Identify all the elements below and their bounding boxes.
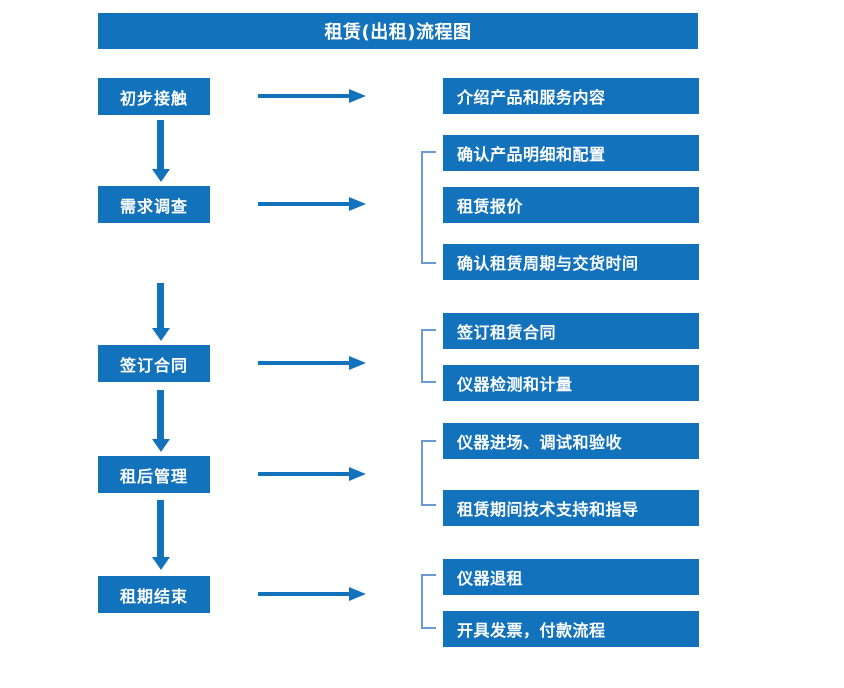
arrow-head-icon <box>349 197 366 211</box>
arrow-head-icon <box>349 356 366 370</box>
group-bracket-requirements <box>421 151 436 264</box>
arrow-head-icon <box>152 439 170 452</box>
horizontal-arrow-5 <box>258 587 366 601</box>
stage-box-4[interactable]: 租后管理 <box>98 456 210 493</box>
stage-box-2[interactable]: 需求调查 <box>98 186 210 223</box>
detail-box-5[interactable]: 签订租赁合同 <box>443 313 699 349</box>
vertical-arrow-2-to-3 <box>152 283 170 341</box>
detail-box-3[interactable]: 租赁报价 <box>443 187 699 223</box>
horizontal-arrow-1 <box>258 89 366 103</box>
arrow-head-icon <box>152 169 170 182</box>
arrow-shaft <box>157 283 164 328</box>
detail-box-8[interactable]: 租赁期间技术支持和指导 <box>443 490 699 526</box>
arrow-head-icon <box>152 328 170 341</box>
stage-box-1[interactable]: 初步接触 <box>98 78 210 115</box>
horizontal-arrow-4 <box>258 467 366 481</box>
vertical-arrow-4-to-5 <box>152 500 170 570</box>
arrow-shaft <box>258 592 350 596</box>
stage-box-3[interactable]: 签订合同 <box>98 345 210 382</box>
page-title: 租赁(出租)流程图 <box>98 13 698 49</box>
group-bracket-post-rental <box>421 440 436 506</box>
detail-box-7[interactable]: 仪器进场、调试和验收 <box>443 423 699 459</box>
arrow-head-icon <box>349 587 366 601</box>
vertical-arrow-1-to-2 <box>152 120 170 182</box>
horizontal-arrow-3 <box>258 356 366 370</box>
arrow-head-icon <box>349 467 366 481</box>
arrow-shaft <box>157 500 164 557</box>
arrow-shaft <box>258 361 350 365</box>
detail-box-10[interactable]: 开具发票，付款流程 <box>443 611 699 647</box>
group-bracket-rental-end <box>421 574 436 629</box>
arrow-shaft <box>258 202 350 206</box>
arrow-shaft <box>258 94 350 98</box>
detail-box-4[interactable]: 确认租赁周期与交货时间 <box>443 244 699 280</box>
arrow-head-icon <box>152 557 170 570</box>
group-bracket-contract <box>421 329 436 383</box>
detail-box-9[interactable]: 仪器退租 <box>443 559 699 595</box>
arrow-head-icon <box>349 89 366 103</box>
detail-box-6[interactable]: 仪器检测和计量 <box>443 365 699 401</box>
stage-box-5[interactable]: 租期结束 <box>98 576 210 613</box>
detail-box-2[interactable]: 确认产品明细和配置 <box>443 135 699 171</box>
arrow-shaft <box>258 472 350 476</box>
vertical-arrow-3-to-4 <box>152 390 170 452</box>
arrow-shaft <box>157 120 164 169</box>
arrow-shaft <box>157 390 164 439</box>
horizontal-arrow-2 <box>258 197 366 211</box>
detail-box-1[interactable]: 介绍产品和服务内容 <box>443 78 699 114</box>
